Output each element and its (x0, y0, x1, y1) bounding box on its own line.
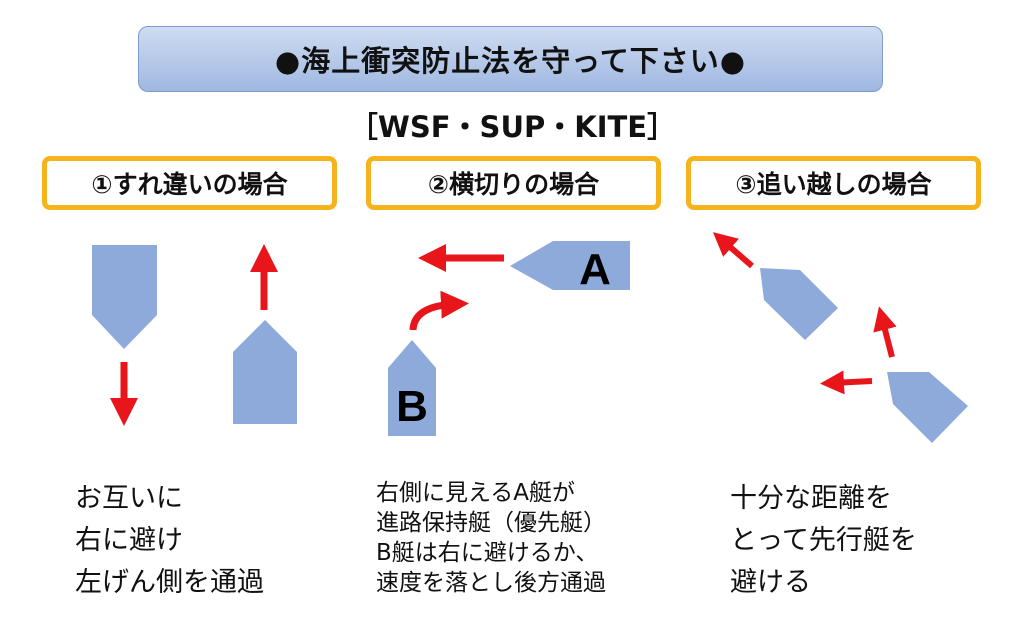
caption-line: 十分な距離を (730, 483, 892, 514)
boat-overtaking (760, 268, 838, 340)
boat-a (510, 241, 630, 290)
caption-line: B艇は右に避けるか、 (376, 540, 599, 566)
boat-a-label: A (579, 245, 611, 294)
case-label-passing: ①すれ違いの場合 (42, 156, 337, 210)
boat-down (92, 245, 157, 349)
arrow-b-turn (409, 290, 469, 331)
arrow-ahead-left (820, 370, 873, 395)
caption-line: お互いに (75, 483, 183, 514)
caption-line: 避ける (730, 567, 811, 598)
arrow-ahead-up (873, 306, 897, 358)
caption-overtaking: 十分な距離を とって先行艇を 避ける (730, 478, 917, 604)
caption-line: 右側に見えるA艇が (376, 480, 576, 506)
caption-line: とって先行艇を (730, 525, 917, 556)
caption-line: 右に避け (75, 525, 183, 556)
caption-passing: お互いに 右に避け 左げん側を通過 (75, 478, 264, 604)
boat-b (388, 340, 436, 436)
case-label-overtaking: ③追い越しの場合 (686, 156, 981, 210)
page-subtitle: ［WSF・SUP・KITE］ (348, 110, 677, 144)
boat-ahead (887, 372, 968, 443)
page-title: ●海上衝突防止法を守って下さい● (274, 44, 747, 78)
case-label-crossing: ②横切りの場合 (366, 156, 661, 210)
boat-b-label: B (396, 382, 428, 431)
caption-line: 速度を落とし後方通過 (376, 570, 606, 596)
arrow-overtaking (712, 232, 754, 269)
caption-line: 左げん側を通過 (75, 567, 264, 598)
title-banner: ●海上衝突防止法を守って下さい● (138, 26, 883, 92)
boat-up (233, 320, 297, 424)
caption-crossing: 右側に見えるA艇が 進路保持艇（優先艇） B艇は右に避けるか、 速度を落とし後方… (376, 478, 606, 598)
caption-line: 進路保持艇（優先艇） (376, 510, 606, 536)
